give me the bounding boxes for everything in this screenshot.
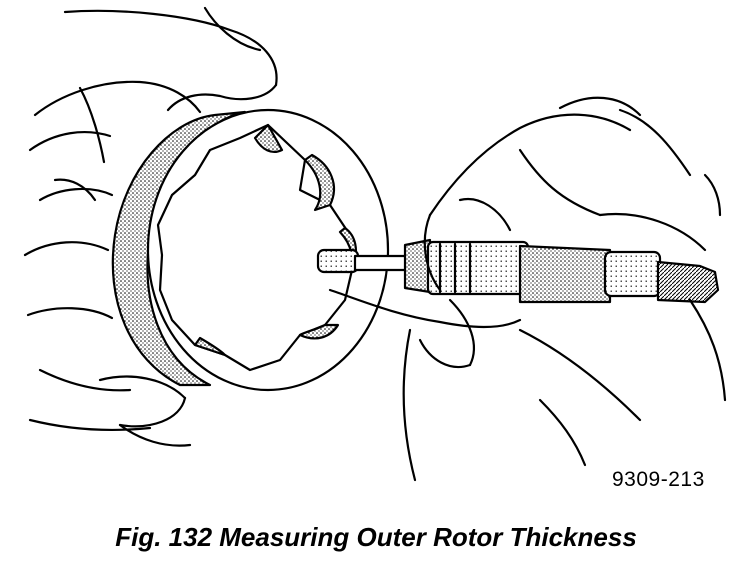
right-hand <box>402 96 727 482</box>
figure-number: 9309-213 <box>612 468 705 491</box>
left-lower-hand <box>28 368 192 447</box>
outer-rotor <box>111 108 390 392</box>
illustration <box>23 6 727 482</box>
figure-caption: Fig. 132 Measuring Outer Rotor Thickness <box>115 522 637 552</box>
micrometer <box>316 238 720 329</box>
left-upper-hand <box>23 6 278 320</box>
